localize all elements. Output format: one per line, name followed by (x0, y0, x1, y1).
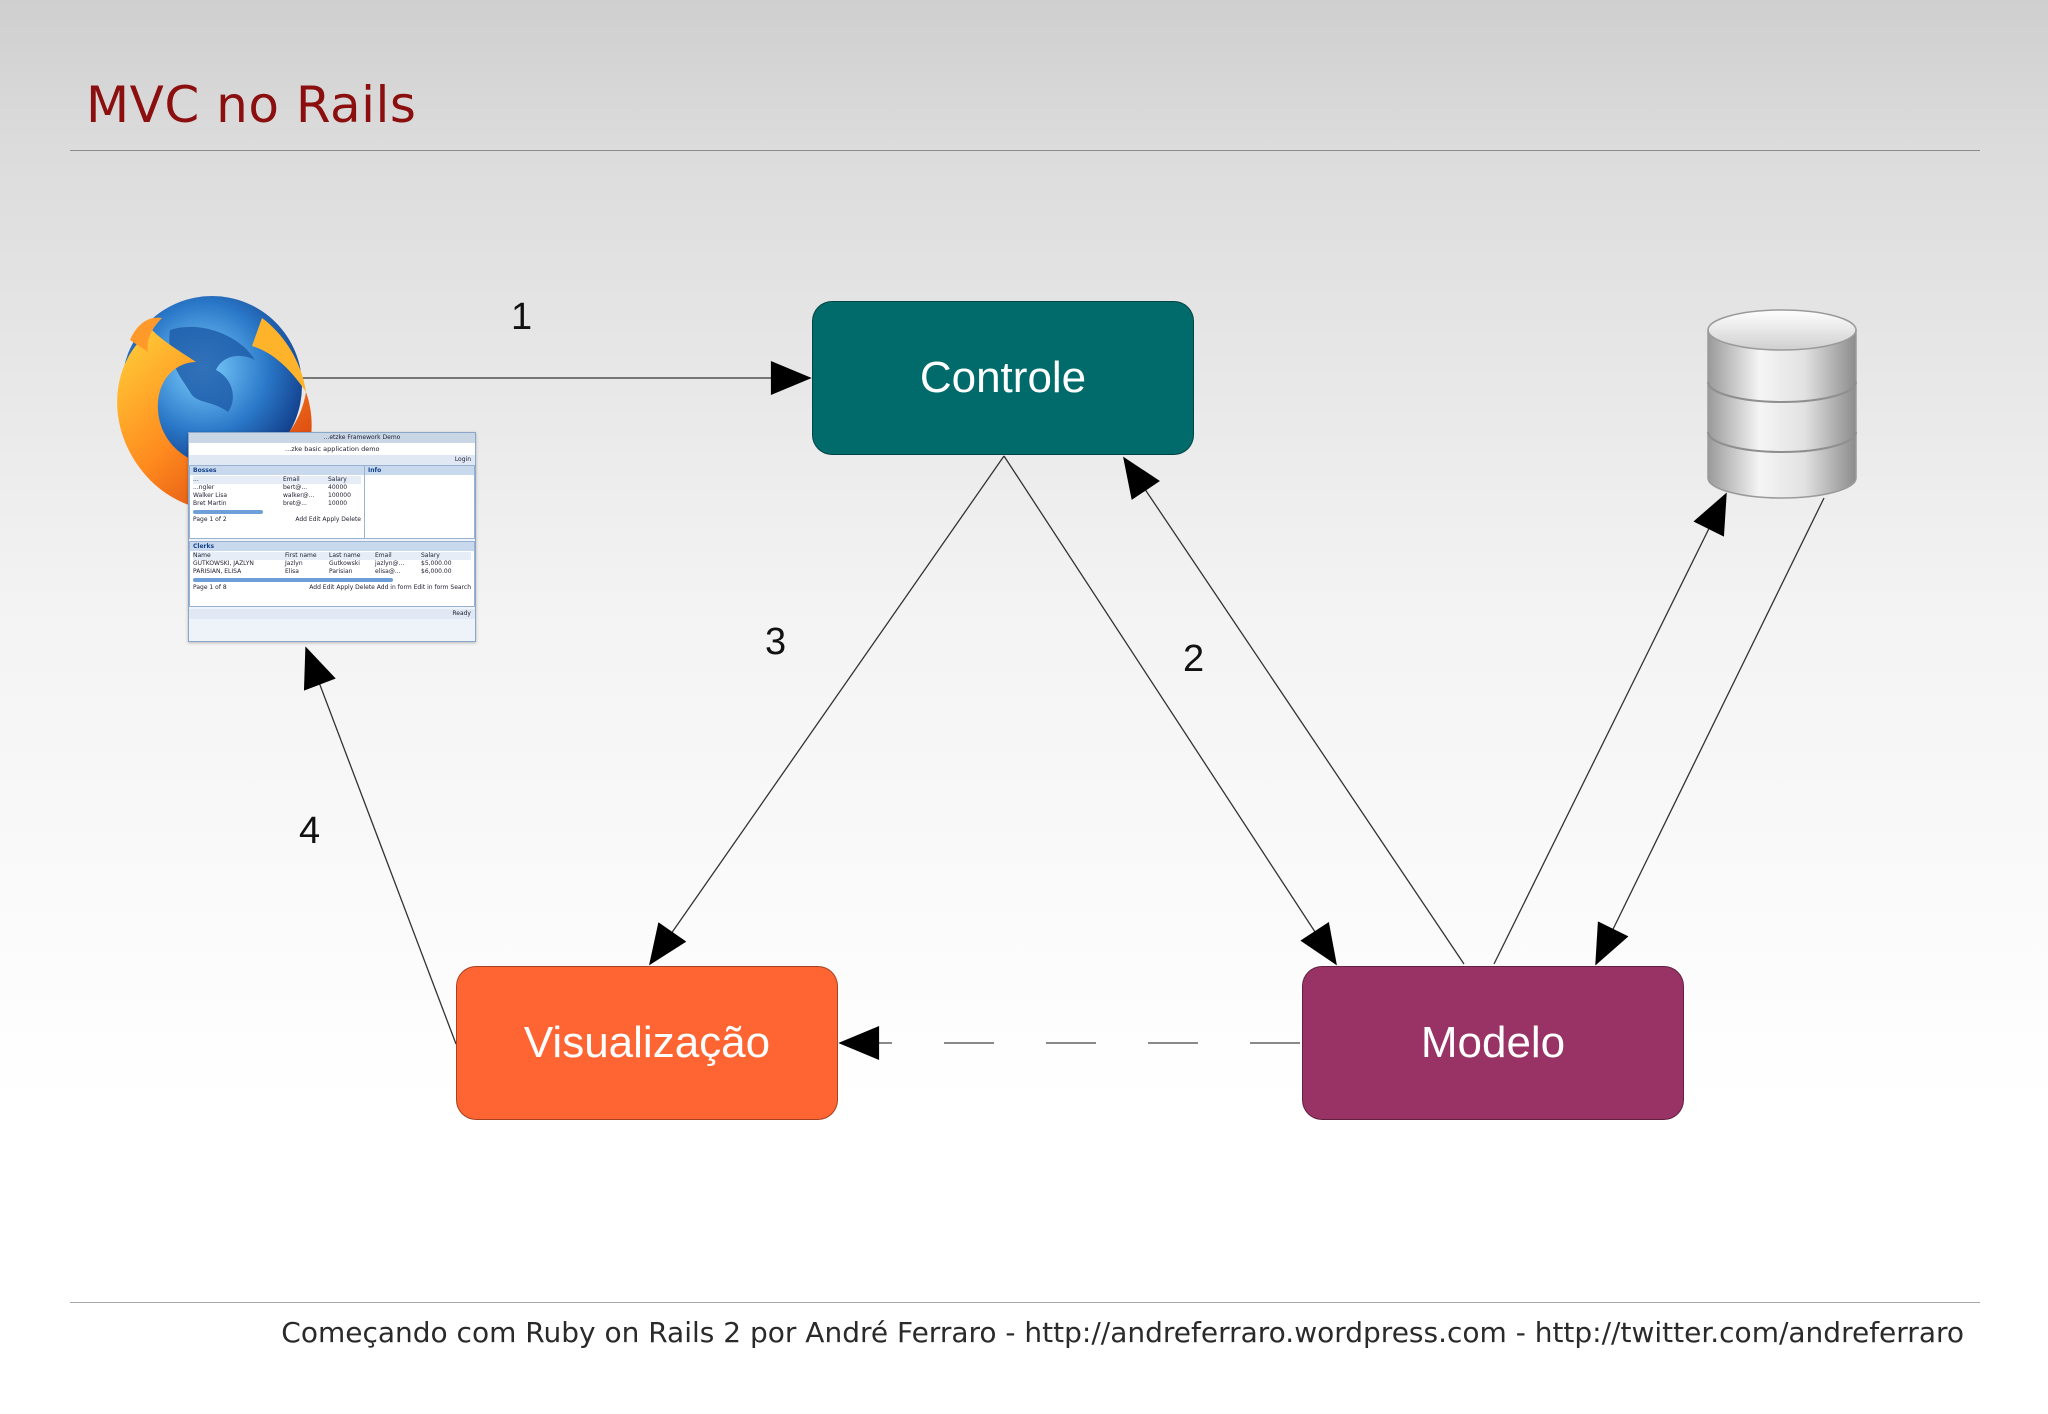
step-label-4: 4 (299, 810, 321, 852)
title-divider (70, 150, 1980, 151)
step-label-3: 3 (765, 621, 787, 663)
modelo-node: Modelo (1302, 966, 1684, 1120)
thumb-login-link[interactable]: Login (454, 456, 471, 463)
thumb-scrollbar[interactable] (193, 578, 393, 582)
thumb-table1-header: ... (193, 476, 199, 483)
app-screenshot-thumbnail: ...etzke Framework Demo ...zke basic app… (188, 432, 476, 642)
thumb-pager[interactable]: Page 1 of 2 (193, 516, 227, 523)
thumb-table2-row[interactable]: GUTKOWSKI, JAZLYN Jazlyn Gutkowski jazly… (193, 560, 452, 567)
visualizacao-node: Visualização (456, 966, 838, 1120)
thumb-actions[interactable]: Add Edit Apply Delete Add in form Edit i… (309, 584, 471, 591)
step-label-2: 2 (1183, 638, 1205, 680)
thumb-panel-title: Bosses (190, 466, 364, 475)
thumb-table1-header: Email (283, 476, 300, 483)
thumb-table2-header-row: Name First name Last name Email Salary (193, 552, 471, 560)
thumb-table1-row[interactable]: ...ngler bert@... 40000 (193, 484, 348, 491)
thumb-actions[interactable]: Add Edit Apply Delete (295, 516, 361, 523)
thumb-side-panel-title: Info (365, 466, 474, 475)
step-label-1: 1 (511, 296, 533, 338)
thumb-table1-row[interactable]: Bret Martin bret@... 10000 (193, 500, 348, 507)
thumb-panel2-title: Clerks (190, 542, 474, 551)
footer-divider (70, 1302, 1980, 1303)
thumb-table1-header: Salary (328, 476, 347, 483)
database-icon (1707, 309, 1857, 499)
thumb-table2-row[interactable]: PARISIAN, ELISA Elisa Parisian elisa@...… (193, 568, 452, 575)
thumb-table1-row[interactable]: Walker Lisa walker@... 100000 (193, 492, 351, 499)
thumb-window-title: ...etzke Framework Demo (189, 433, 475, 443)
thumb-table1: ... Email Salary ...ngler bert@... 40000… (190, 475, 364, 525)
thumb-pager[interactable]: Page 1 of 8 (193, 584, 227, 591)
thumb-status: Ready (189, 609, 475, 619)
thumb-subtitle: ...zke basic application demo (189, 443, 475, 455)
slide-title: MVC no Rails (86, 76, 417, 134)
thumb-scrollbar[interactable] (193, 510, 263, 514)
slide-footer: Começando com Ruby on Rails 2 por André … (281, 1316, 1964, 1349)
controle-node: Controle (812, 301, 1194, 455)
